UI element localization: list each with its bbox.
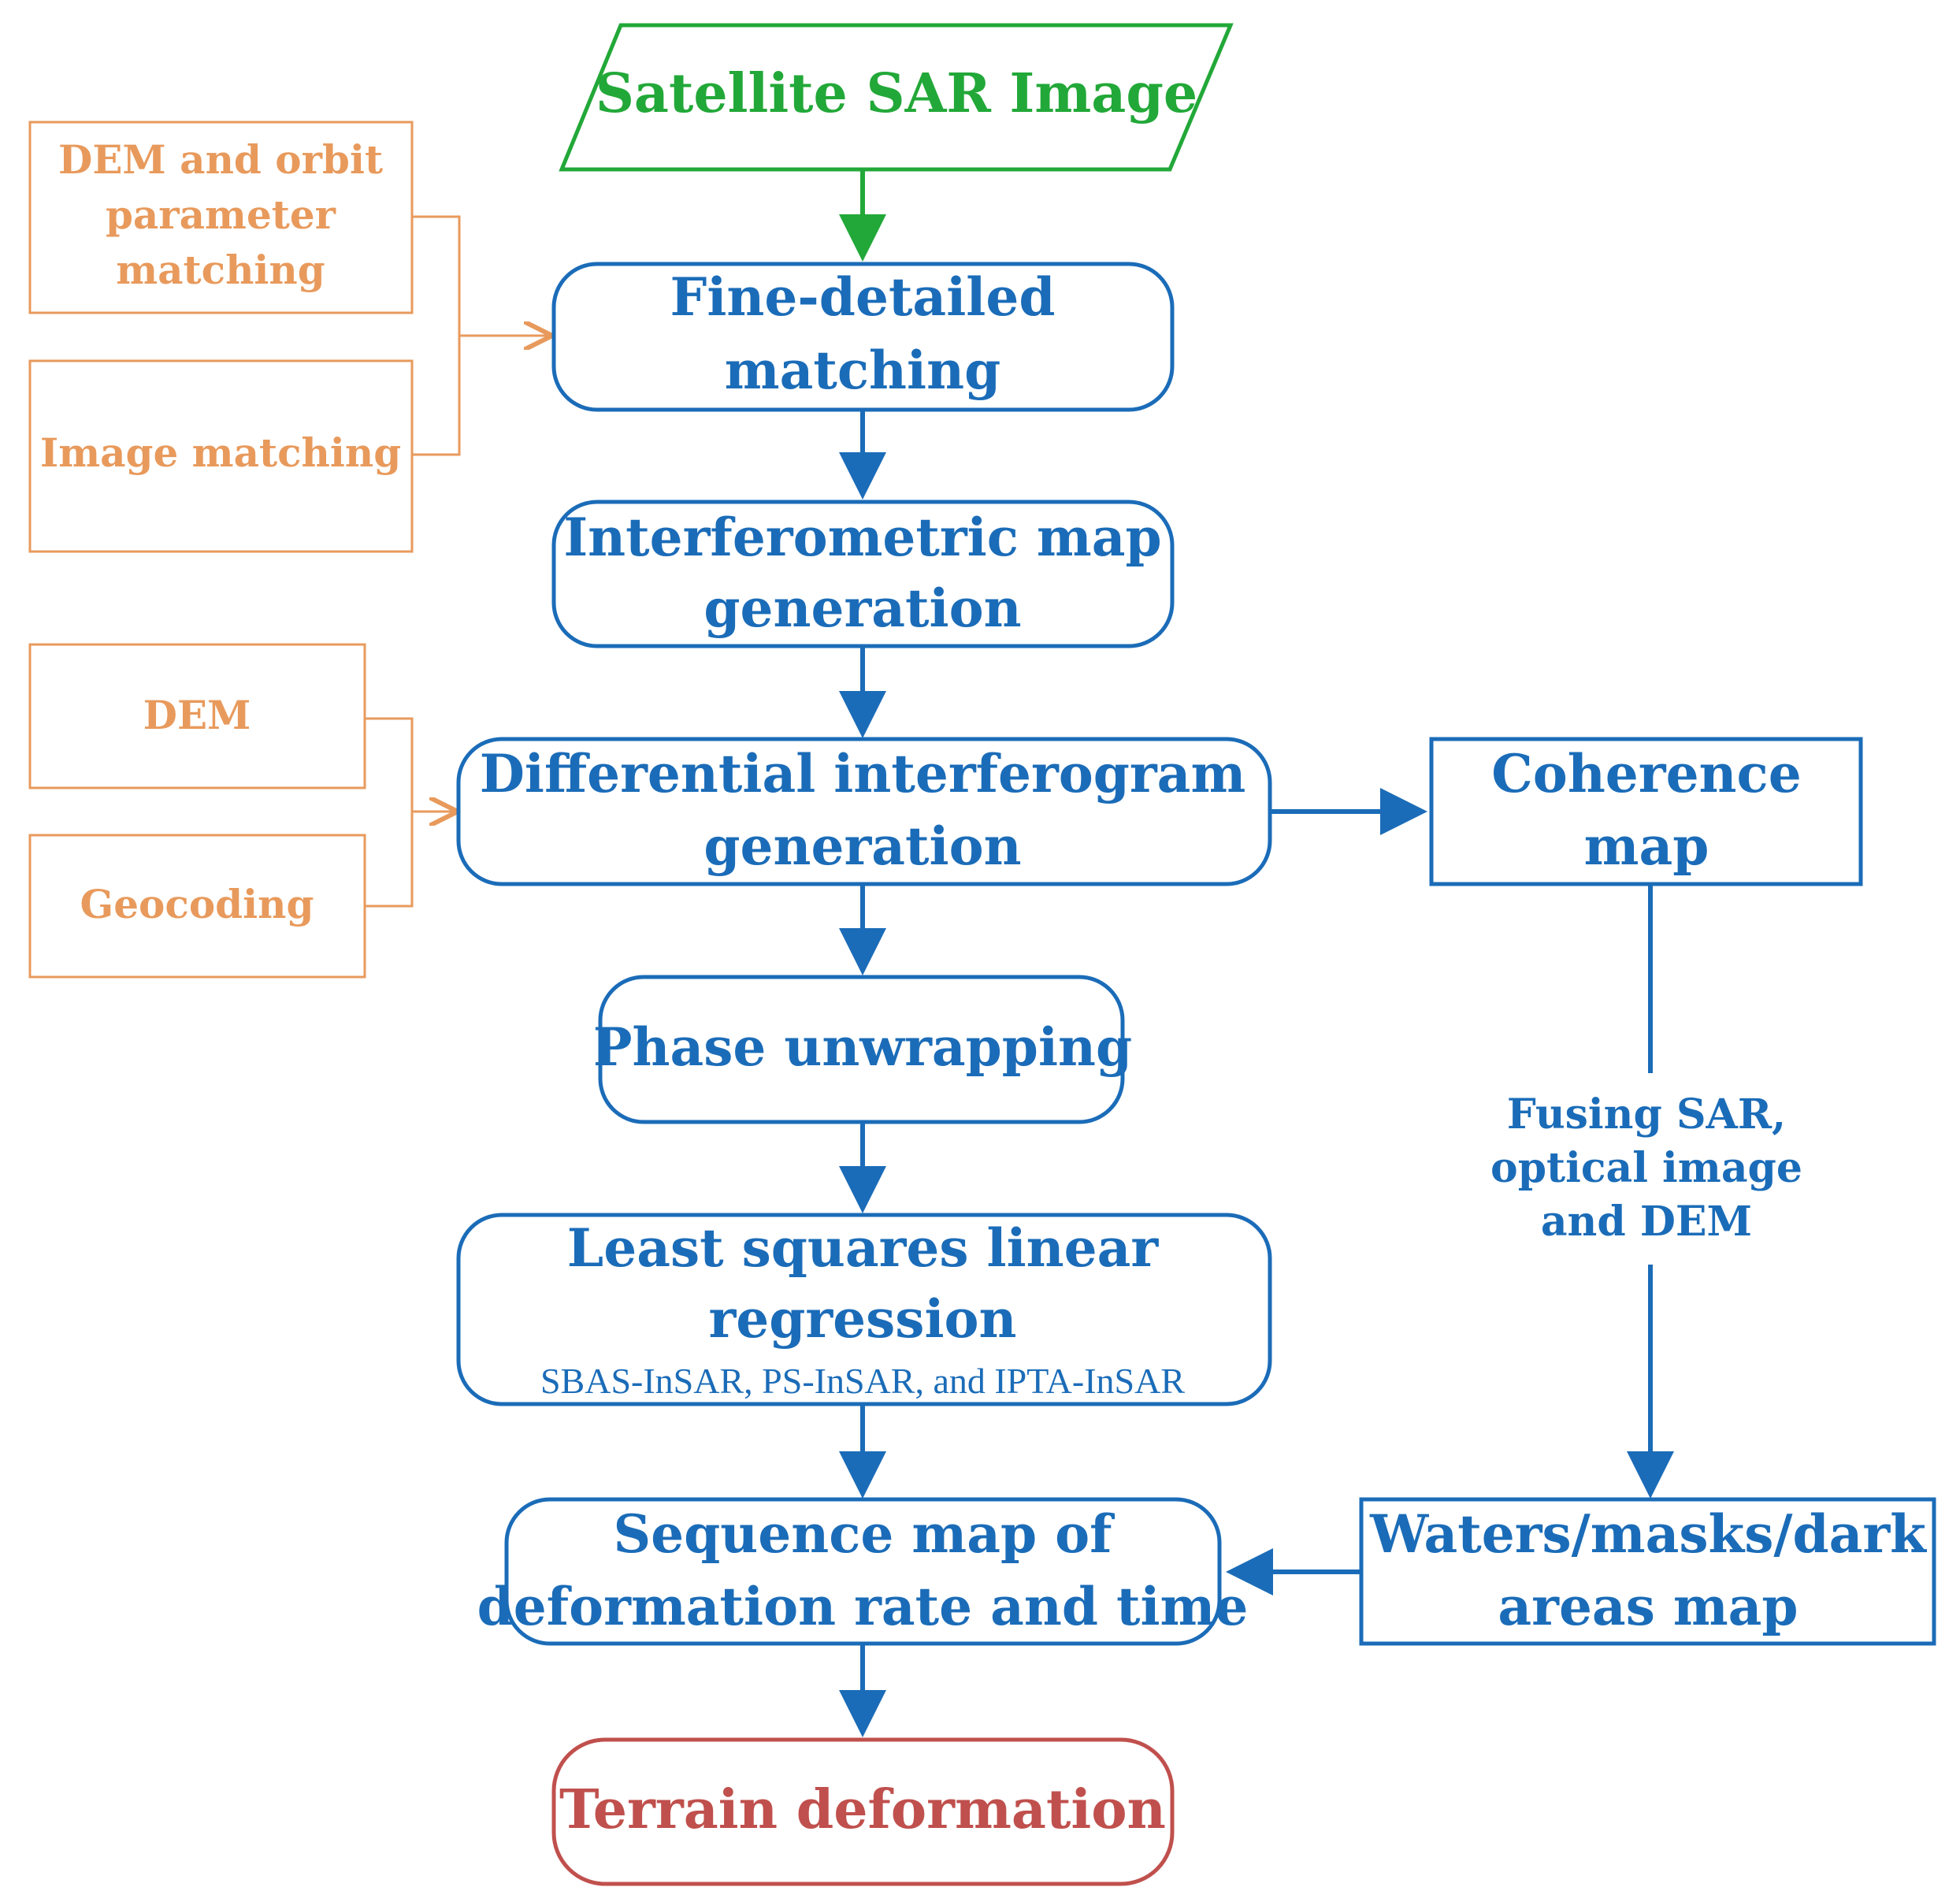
node-coherence-map: Coherence map	[1429, 737, 1863, 886]
least-squares-methods: SBAS-InSAR, PS-InSAR, and IPTA-InSAR	[540, 1361, 1185, 1401]
fine-matching-line2: matching	[725, 340, 1000, 401]
waters-box	[1359, 1497, 1936, 1646]
node-satellite-sar-image: Satellite SAR Image	[559, 23, 1234, 172]
bracket-matching-inputs	[412, 215, 461, 456]
dem-orbit-line3: matching	[116, 247, 325, 293]
node-sequence-map: Sequence map of deformation rate and tim…	[477, 1497, 1249, 1646]
sequence-line1: Sequence map of	[613, 1503, 1115, 1565]
node-fine-detailed-matching: Fine-detailed matching	[551, 262, 1175, 412]
phase-box	[598, 975, 1125, 1124]
node-interferometric-map: Interferometric map generation	[551, 500, 1175, 648]
dem-orbit-box	[28, 121, 414, 314]
satellite-parallelogram	[559, 23, 1234, 172]
edge-label-fusing: Fusing SAR, optical image and DEM	[1490, 1090, 1802, 1246]
node-differential-interferogram: Differential interferogram generation	[456, 737, 1272, 886]
least-squares-line1: Least squares linear	[567, 1217, 1160, 1279]
sequence-box	[504, 1497, 1222, 1646]
differential-box	[456, 737, 1272, 886]
coherence-line1: Coherence	[1491, 743, 1801, 804]
coherence-box	[1429, 737, 1863, 886]
node-image-matching: Image matching	[28, 359, 414, 553]
geocoding-label: Geocoding	[80, 881, 314, 927]
node-dem: DEM	[28, 643, 366, 789]
waters-line2: areas map	[1498, 1576, 1798, 1637]
node-waters-masks-map: Waters/masks/dark areas map	[1359, 1497, 1936, 1646]
fine-matching-box	[551, 262, 1175, 412]
differential-line2: generation	[703, 815, 1021, 877]
node-least-squares: Least squares linear regression SBAS-InS…	[456, 1213, 1272, 1406]
node-terrain-deformation: Terrain deformation	[551, 1737, 1175, 1886]
phase-label: Phase unwrapping	[593, 1016, 1132, 1078]
node-phase-unwrapping: Phase unwrapping	[593, 975, 1132, 1124]
dem-label: DEM	[143, 692, 251, 738]
bracket-dem-geocoding	[365, 717, 414, 908]
dem-orbit-line2: parameter	[106, 191, 336, 238]
coherence-line2: map	[1584, 815, 1709, 877]
interferometric-line2: generation	[703, 578, 1021, 639]
dem-orbit-line1: DEM and orbit	[58, 136, 383, 183]
sequence-line2: deformation rate and time	[477, 1576, 1249, 1637]
geocoding-box	[28, 834, 366, 979]
satellite-label: Satellite SAR Image	[596, 62, 1197, 125]
fusing-line3: and DEM	[1541, 1198, 1752, 1246]
fusing-line2: optical image	[1490, 1144, 1802, 1192]
fusing-line1: Fusing SAR,	[1507, 1090, 1786, 1139]
fine-matching-line1: Fine-detailed	[670, 266, 1056, 328]
node-geocoding: Geocoding	[28, 834, 366, 979]
node-dem-orbit-matching: DEM and orbit parameter matching	[28, 121, 414, 314]
image-matching-box	[28, 359, 414, 553]
differential-line1: Differential interferogram	[480, 743, 1246, 804]
least-squares-line2: regression	[708, 1288, 1016, 1350]
terrain-label: Terrain deformation	[559, 1778, 1166, 1841]
least-squares-box	[456, 1213, 1272, 1406]
dem-box	[28, 643, 366, 789]
waters-line1: Waters/masks/dark	[1369, 1503, 1927, 1565]
interferometric-line1: Interferometric map	[563, 507, 1161, 568]
terrain-box	[551, 1737, 1175, 1886]
interferometric-box	[551, 500, 1175, 648]
image-matching-label: Image matching	[40, 429, 401, 476]
connectors	[365, 169, 1674, 1737]
